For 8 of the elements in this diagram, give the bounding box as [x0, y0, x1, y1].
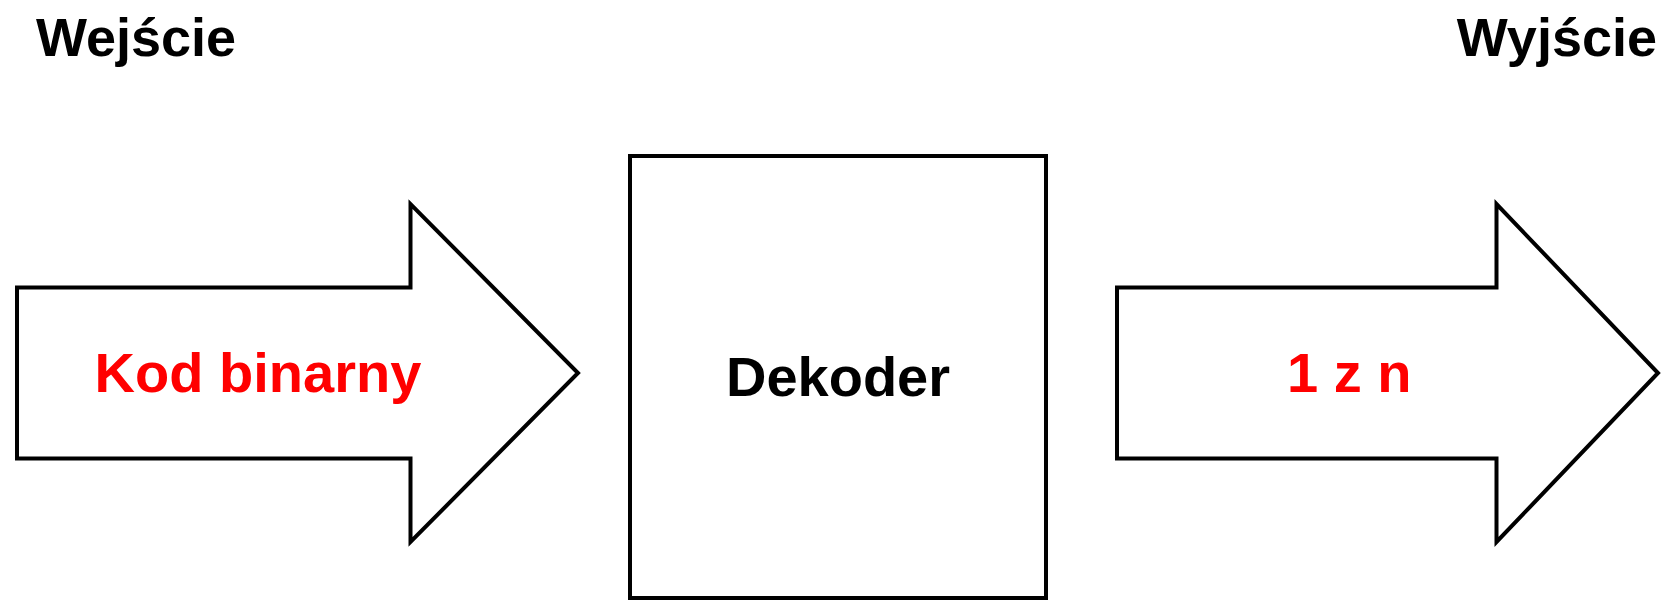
heading-label: Wyjście: [1456, 8, 1657, 68]
box-label: Dekoder: [725, 346, 951, 408]
heading-label: Wejście: [36, 8, 237, 68]
arrow-label: 1 z n: [1287, 342, 1412, 404]
process-box: [628, 154, 1048, 600]
block-arrow: [15, 202, 580, 544]
arrow-label: Kod binarny: [94, 342, 422, 404]
block-arrow: [1115, 202, 1660, 544]
